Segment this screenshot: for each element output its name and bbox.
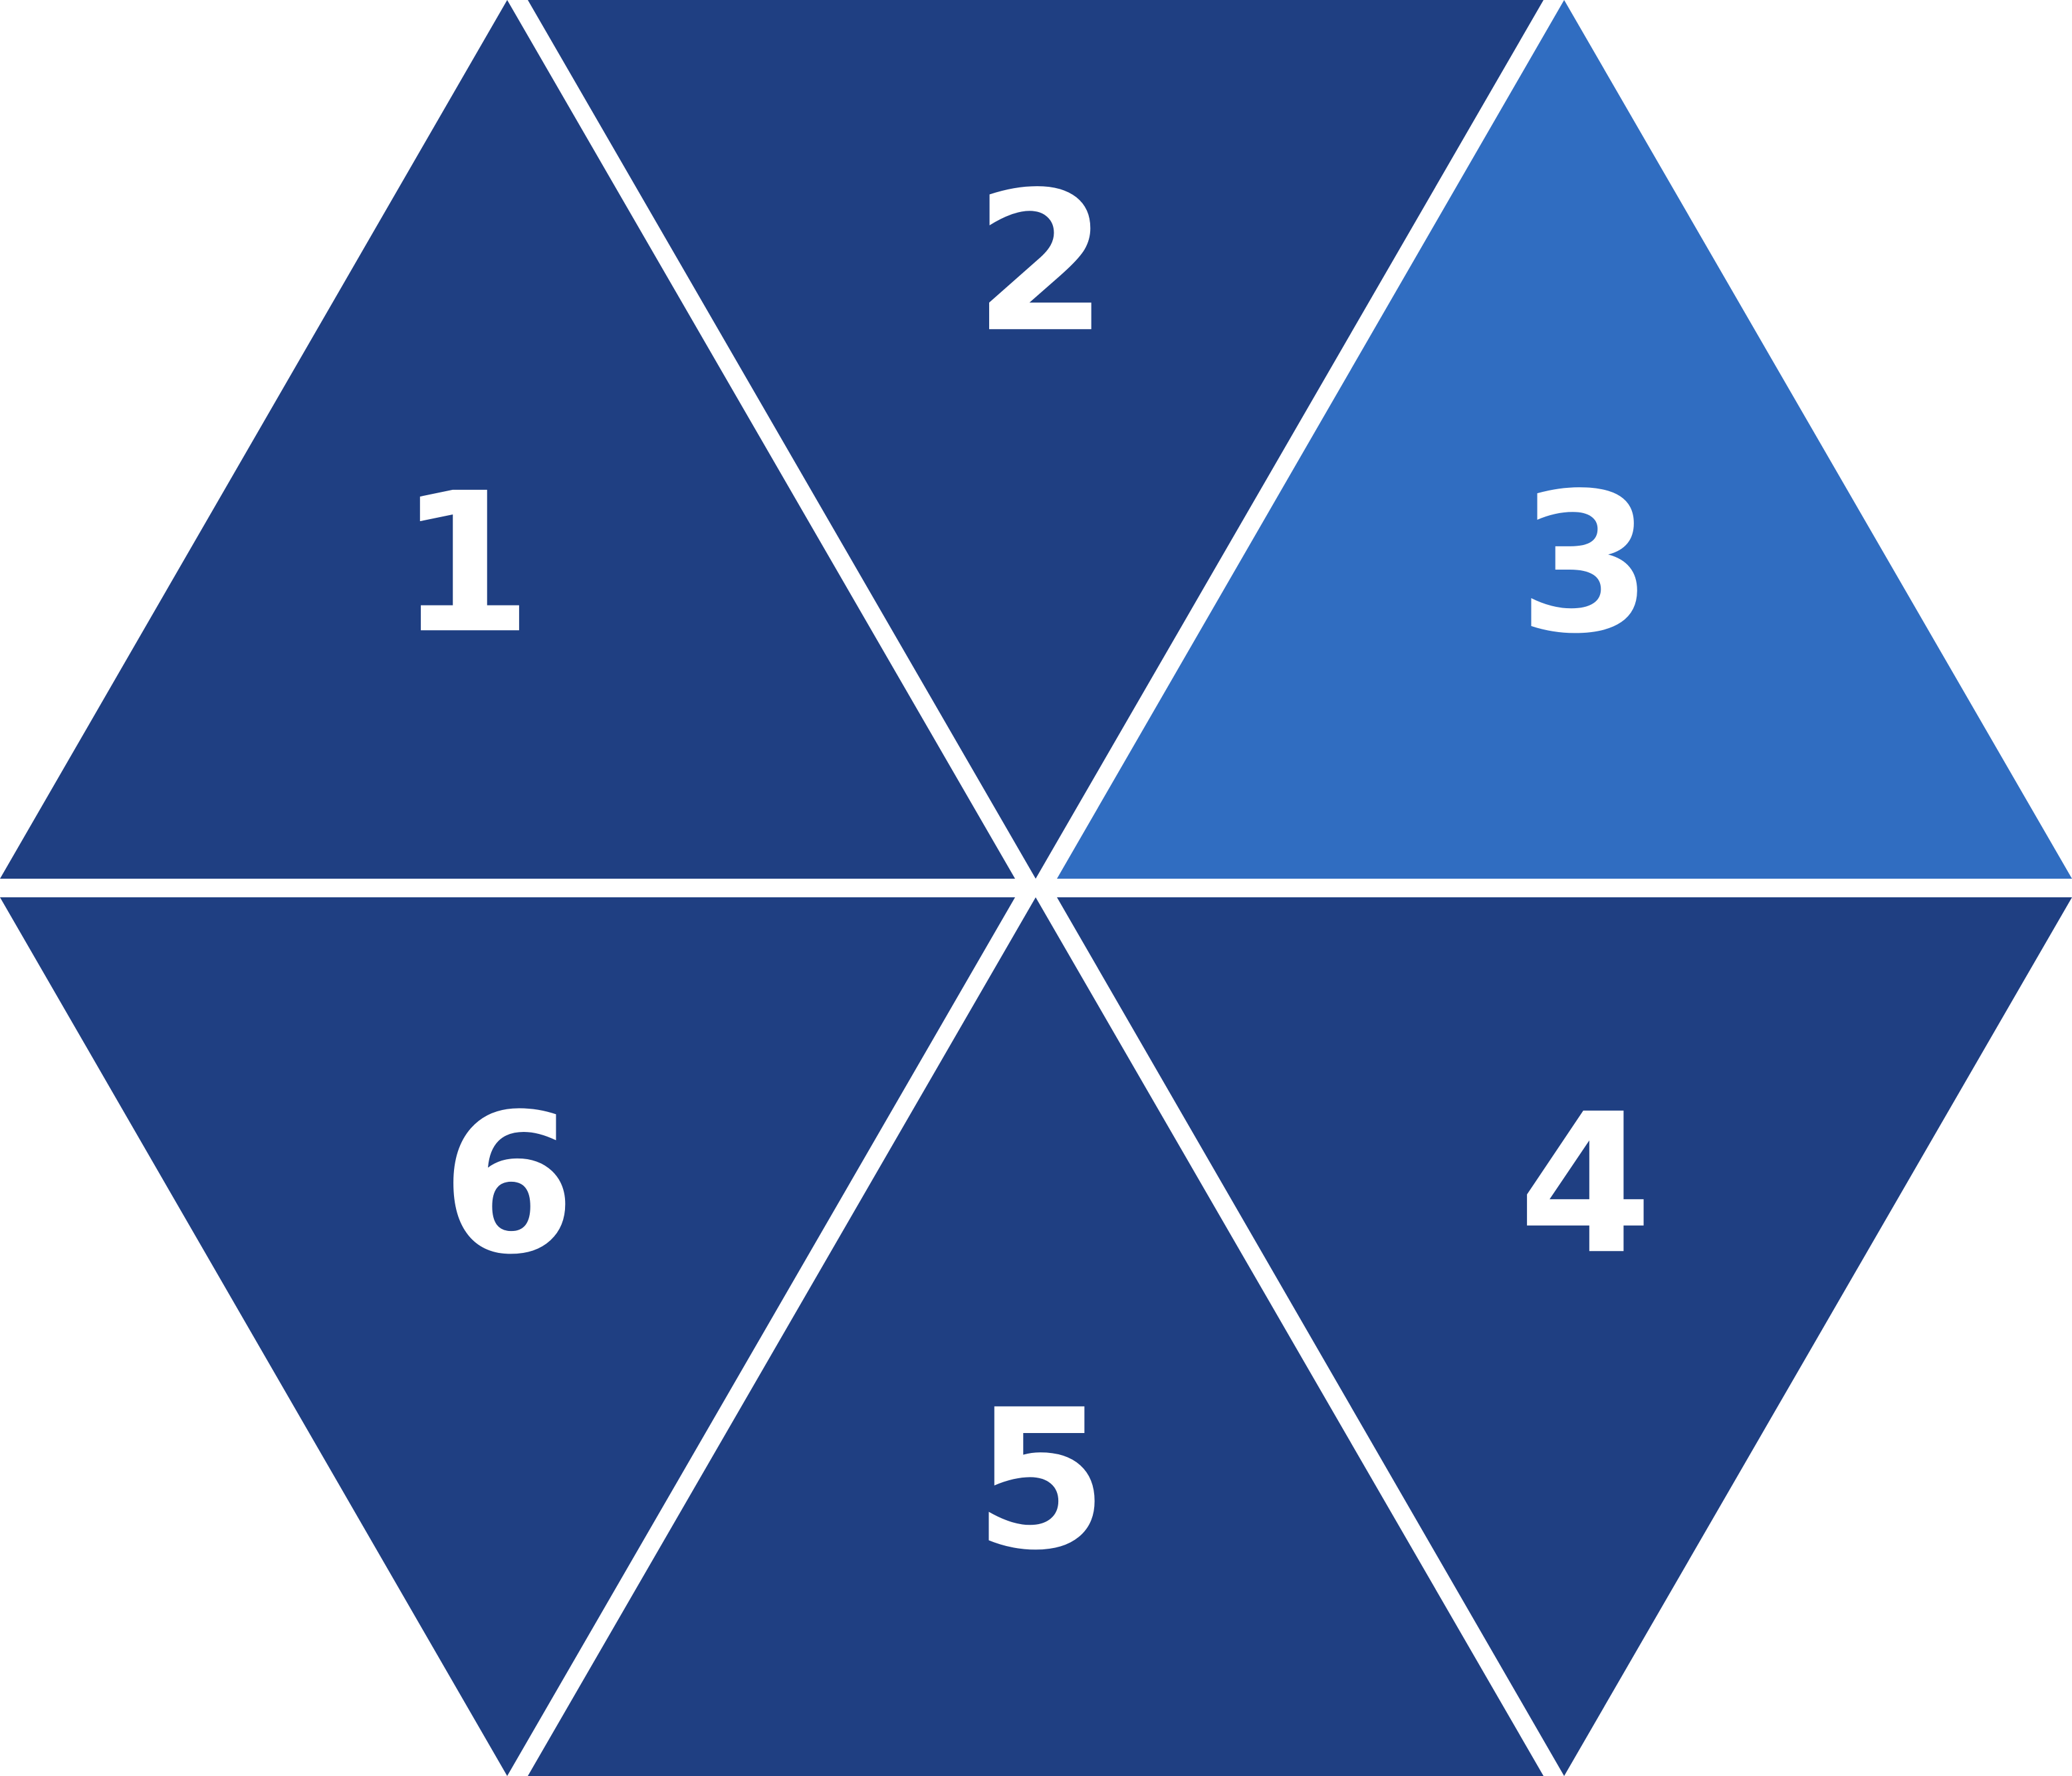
segment-1: 1 (0, 0, 1015, 879)
segment-3-label: 3 (1518, 452, 1653, 676)
segment-2: 2 (528, 0, 1544, 879)
segment-3: 3 (1057, 0, 2072, 879)
segment-5: 5 (528, 897, 1544, 1776)
segment-5-shape (528, 897, 1544, 1776)
segment-4: 4 (1057, 897, 2072, 1776)
segment-1-shape (0, 0, 1015, 879)
segment-6-label: 6 (441, 1073, 576, 1297)
segment-4-shape (1057, 897, 2072, 1776)
segment-2-shape (528, 0, 1544, 879)
segment-4-label: 4 (1518, 1073, 1653, 1297)
segment-6-shape (0, 897, 1015, 1776)
segment-2-label: 2 (974, 151, 1108, 375)
segment-6: 6 (0, 897, 1015, 1776)
segment-3-shape (1057, 0, 2072, 879)
segment-1-label: 1 (398, 452, 532, 676)
segment-5-label: 5 (974, 1369, 1108, 1593)
